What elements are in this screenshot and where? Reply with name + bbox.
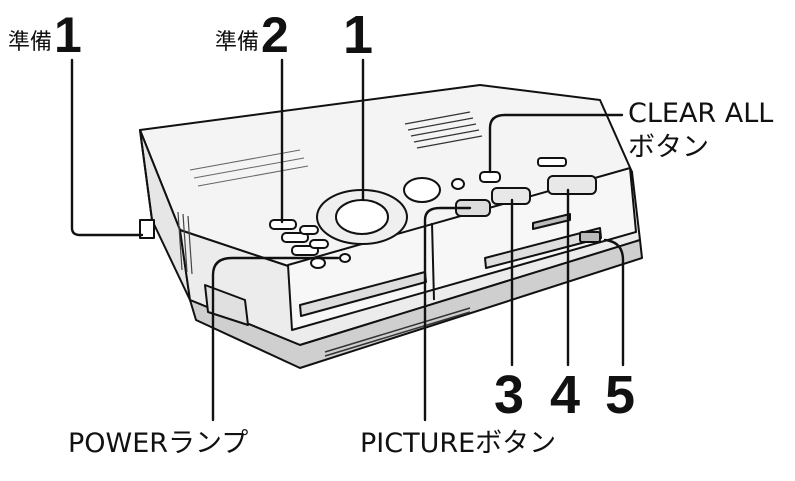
- small-top-button: [537, 157, 567, 167]
- label-power-lamp: POWERランプ: [68, 428, 249, 459]
- leader-lines: [70, 58, 625, 422]
- label-clear-all-line2: ボタン: [628, 132, 709, 163]
- label-prep2: 準備 2: [215, 10, 289, 60]
- left-button-group: [269, 219, 329, 269]
- label-prep1: 準備 1: [8, 10, 82, 60]
- side-vent: [177, 211, 193, 275]
- label-prep1-prefix: 準備: [8, 30, 53, 55]
- label-prep1-number: 1: [54, 7, 82, 63]
- control-dial-inner: [335, 199, 389, 235]
- leader-step5: [603, 238, 625, 367]
- round-button: [403, 177, 441, 203]
- leader-power-lamp: [211, 256, 340, 422]
- small-slot: [532, 213, 571, 230]
- leader-clear-all: [488, 113, 624, 174]
- speaker-grille: [404, 111, 483, 149]
- printer-base: [189, 239, 643, 369]
- label-clear-all-line1: CLEAR ALL: [628, 98, 774, 129]
- bottom-vent: [324, 307, 471, 357]
- leader-picture: [423, 206, 472, 422]
- button-4-shape: [547, 175, 597, 195]
- small-round-button: [451, 178, 465, 190]
- label-step5: 5: [605, 365, 636, 425]
- side-connector: [139, 219, 155, 239]
- label-step1: 1: [343, 5, 374, 65]
- slot-5-shape: [579, 231, 601, 243]
- clear-all-button-shape: [479, 171, 501, 183]
- label-step3: 3: [494, 365, 525, 425]
- side-knob: [204, 284, 249, 326]
- power-lamp-shape: [339, 253, 351, 263]
- label-prep2-number: 2: [261, 7, 289, 63]
- label-step4: 4: [550, 365, 581, 425]
- label-picture-button: PICTUREボタン: [360, 428, 557, 459]
- leader-prep1: [70, 58, 144, 237]
- label-prep2-prefix: 準備: [215, 30, 260, 55]
